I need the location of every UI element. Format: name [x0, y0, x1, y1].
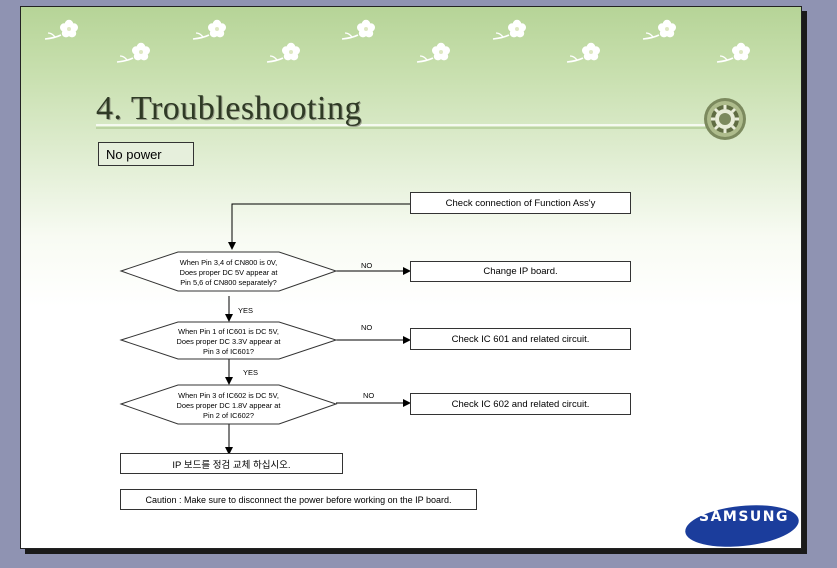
slide-graphics	[44, 18, 799, 547]
decision-2-line-2: Does proper DC 3.3V appear at	[176, 337, 281, 346]
gear-emblem-icon	[704, 98, 746, 140]
slide: 4. Troubleshooting No power Check connec…	[20, 6, 802, 549]
decision-text-2: When Pin 1 of IC601 is DC 5V, Does prope…	[141, 327, 316, 357]
action-box-2: Check IC 601 and related circuit.	[410, 328, 631, 350]
decision-diamond-2	[119, 321, 338, 360]
action-box-1: Change IP board.	[410, 261, 631, 282]
no-label-1: NO	[361, 261, 373, 270]
decision-3-line-1: When Pin 3 of IC602 is DC 5V,	[178, 391, 279, 400]
flower-icon	[44, 18, 751, 63]
decision-2-line-3: Pin 3 of IC601?	[203, 347, 254, 356]
caution-note: Caution : Make sure to disconnect the po…	[120, 489, 477, 510]
decision-text-1: When Pin 3,4 of CN800 is 0V, Does proper…	[141, 258, 316, 288]
start-step-box: Check connection of Function Ass'y	[410, 192, 631, 214]
samsung-logo-icon	[685, 505, 799, 547]
yes-label-1: YES	[238, 306, 254, 315]
no-label-2: NO	[361, 323, 373, 332]
section-label: No power	[98, 142, 194, 166]
yes-label-2: YES	[243, 368, 259, 377]
decision-2-line-1: When Pin 1 of IC601 is DC 5V,	[178, 327, 279, 336]
action-box-3: Check IC 602 and related circuit.	[410, 393, 631, 415]
decision-text-3: When Pin 3 of IC602 is DC 5V, Does prope…	[141, 391, 316, 421]
decision-diamond-1	[119, 251, 338, 292]
decision-1-line-3: Pin 5,6 of CN800 separately?	[180, 278, 277, 287]
decision-1-line-1: When Pin 3,4 of CN800 is 0V,	[179, 258, 278, 267]
decision-1-line-2: Does proper DC 5V appear at	[179, 268, 278, 277]
page-title: 4. Troubleshooting	[96, 90, 362, 127]
end-step-box: IP 보드를 정검 교체 하십시오.	[120, 453, 343, 474]
decision-3-line-3: Pin 2 of IC602?	[203, 411, 254, 420]
decision-3-line-2: Does proper DC 1.8V appear at	[176, 401, 281, 410]
decision-diamond-3	[119, 384, 338, 425]
flow-connectors	[225, 203, 411, 455]
samsung-logo-text: SAMSUNG	[698, 509, 789, 525]
no-label-3: NO	[363, 391, 375, 400]
